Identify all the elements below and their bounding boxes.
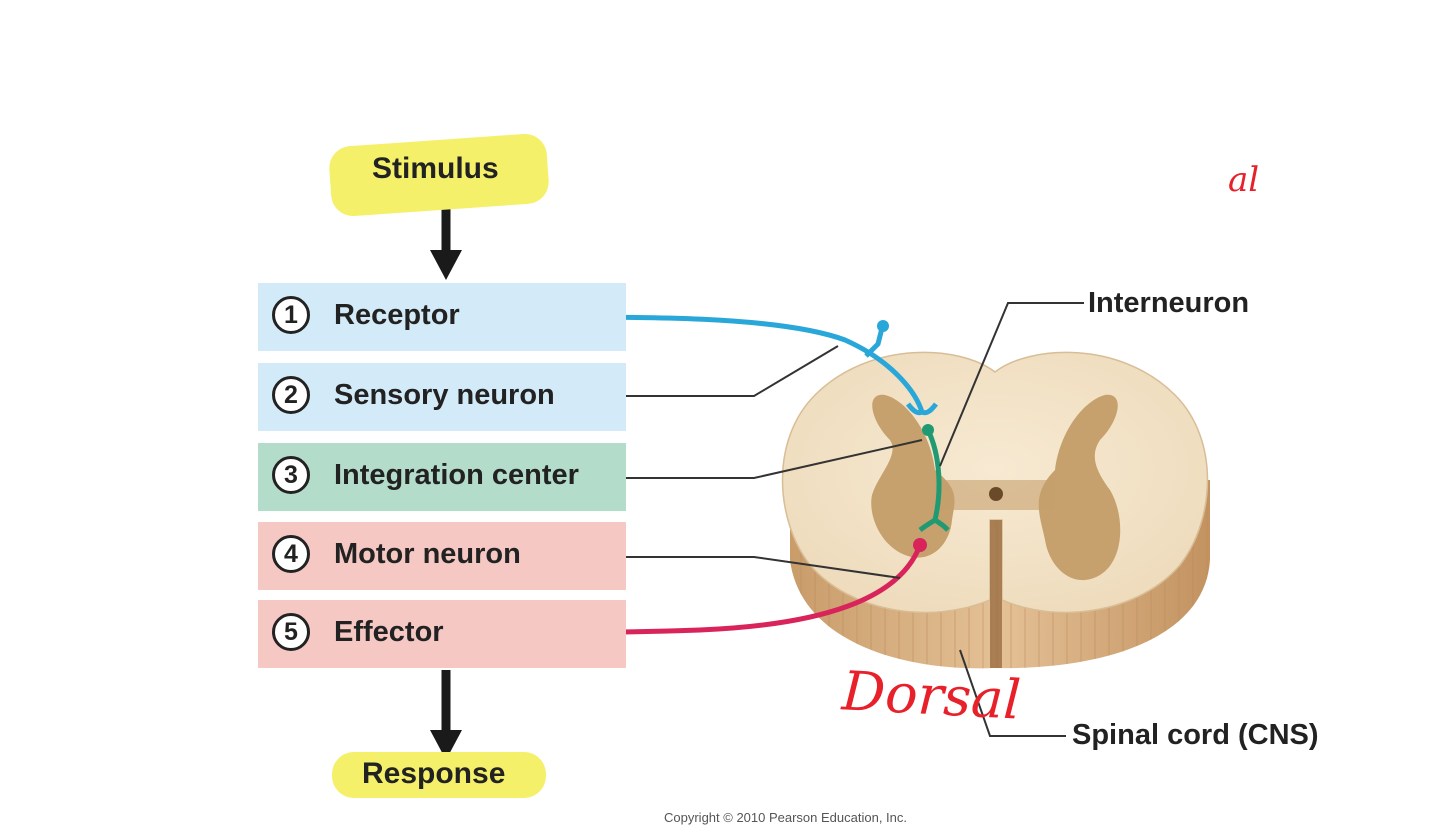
leader-integration (626, 439, 923, 479)
spinal-cord-label: Spinal cord (CNS) (1072, 719, 1319, 751)
interneuron (918, 424, 950, 533)
step-label: Motor neuron (334, 538, 521, 570)
step-label: Receptor (334, 299, 460, 331)
step-receptor: 1 Receptor (258, 283, 626, 351)
step-sensory-neuron: 2 Sensory neuron (258, 363, 626, 431)
step-label: Effector (334, 616, 444, 648)
copyright-notice: Copyright © 2010 Pearson Education, Inc. (664, 810, 908, 825)
step-number: 3 (272, 456, 310, 494)
leader-motor (626, 556, 901, 579)
leader-interneuron (939, 302, 1084, 467)
step-number: 5 (272, 613, 310, 651)
step-number: 2 (272, 376, 310, 414)
step-number: 4 (272, 535, 310, 573)
interneuron-terminal (918, 516, 950, 533)
step-integration-center: 3 Integration center (258, 443, 626, 511)
response-arrow (430, 670, 462, 760)
interneuron-label: Interneuron (1088, 287, 1250, 319)
leader-spinal-cord (959, 649, 1066, 737)
leader-lines (626, 302, 1084, 737)
step-label: Sensory neuron (334, 379, 555, 411)
step-effector: 5 Effector (258, 600, 626, 668)
gray-matter-right (1038, 394, 1121, 581)
response-label: Response (362, 757, 506, 790)
leader-sensory (626, 345, 839, 397)
central-canal (989, 487, 1003, 501)
dorsal-annotation: Dorsal (840, 659, 1023, 732)
sensory-branch (864, 327, 885, 358)
step-number: 1 (272, 296, 310, 334)
step-label: Integration center (334, 459, 579, 491)
ventral-fissure (990, 520, 1002, 668)
corner-mark-annotation: al (1228, 160, 1260, 200)
step-motor-neuron: 4 Motor neuron (258, 522, 626, 590)
sensory-terminal (906, 402, 938, 416)
spinal-cord-illustration (781, 351, 1210, 669)
response-highlight (332, 752, 546, 798)
stimulus-label: Stimulus (372, 152, 499, 185)
